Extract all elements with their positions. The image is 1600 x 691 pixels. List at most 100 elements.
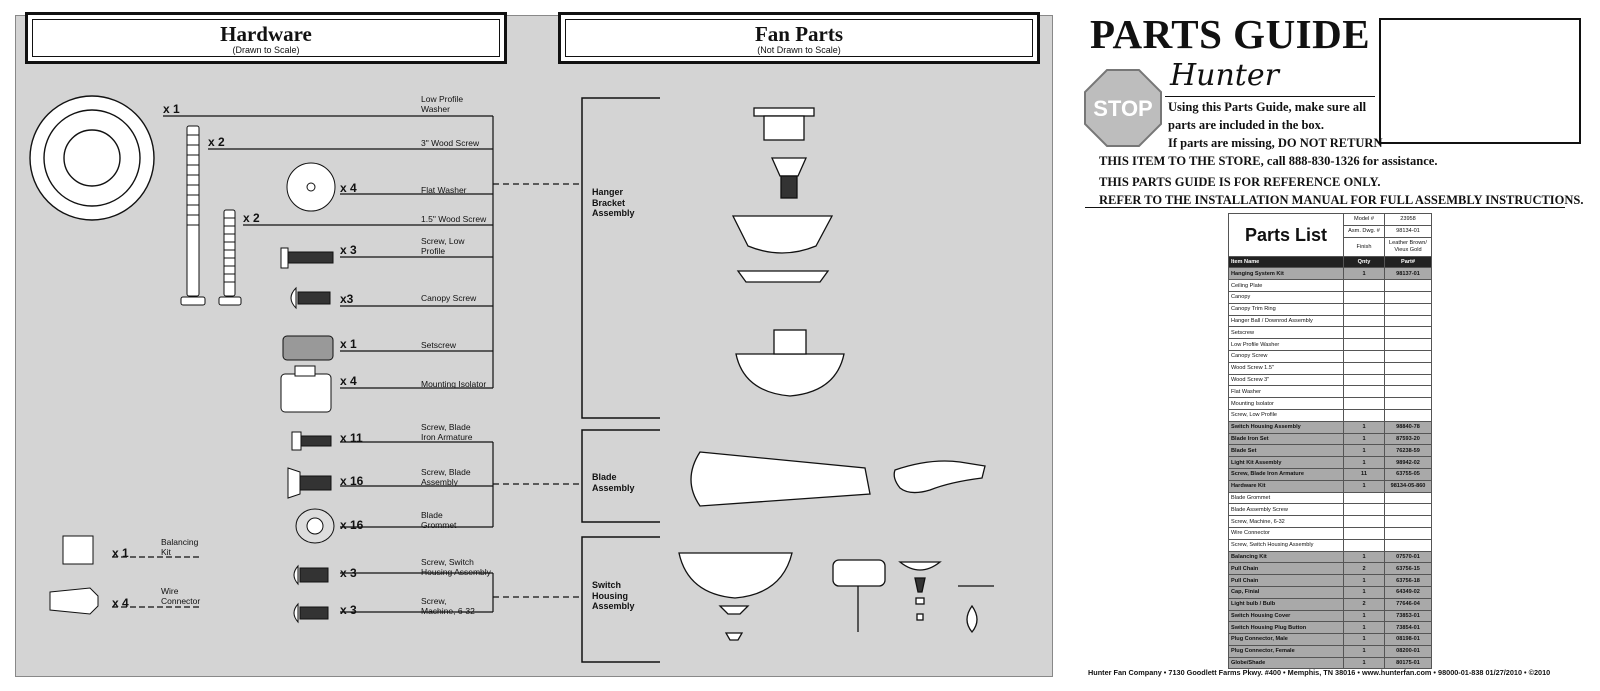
- parts-list-part: 98137-01: [1384, 267, 1432, 281]
- parts-list-qty: [1343, 491, 1385, 505]
- hardware-title: Hardware: [220, 22, 312, 46]
- parts-guide-title: PARTS GUIDE: [1090, 11, 1371, 57]
- parts-list-item: Canopy: [1228, 290, 1344, 304]
- qty-machine-screw: x 3: [340, 603, 357, 617]
- hardware-header: Hardware (Drawn to Scale): [25, 12, 507, 64]
- parts-list-qty: 1: [1343, 633, 1385, 646]
- parts-list-row: Screw, Machine, 6-32: [1228, 515, 1432, 528]
- qty-wood-screw-1-5: x 2: [243, 211, 260, 225]
- label-low-profile-washer: Low Profile Washer: [421, 94, 464, 114]
- parts-list-qty: 1: [1343, 432, 1385, 446]
- parts-list-qty: 1: [1343, 267, 1385, 281]
- parts-list-item: Mounting Isolator: [1228, 397, 1344, 410]
- fan-photo-box: [1379, 18, 1581, 144]
- parts-list-item: Switch Housing Cover: [1228, 609, 1344, 623]
- parts-list-qty: 2: [1343, 562, 1385, 576]
- parts-list-row: Canopy: [1228, 290, 1432, 304]
- label-balancing-kit: Balancing Kit: [161, 537, 199, 557]
- parts-list-item: Light Kit Assembly: [1228, 456, 1344, 469]
- parts-list-part: [1384, 361, 1432, 375]
- parts-list-item: Hanger Ball / Downrod Assembly: [1228, 314, 1344, 328]
- notice-line-5: THIS PARTS GUIDE IS FOR REFERENCE ONLY.: [1099, 175, 1381, 189]
- label-wood-screw-1-5: 1.5" Wood Screw: [421, 214, 487, 224]
- parts-list-qty: [1343, 408, 1385, 422]
- qty-blade-iron-screw: x 11: [340, 431, 363, 445]
- parts-list-part: 07570-01: [1384, 550, 1432, 564]
- blade-assembly-screw-icon: [287, 467, 332, 499]
- ceiling-plate-icon: [753, 107, 815, 141]
- parts-list-qty: 1: [1343, 420, 1385, 434]
- parts-list-qty: [1343, 326, 1385, 340]
- parts-list-item: Wire Connector: [1228, 526, 1344, 540]
- parts-list-part: [1384, 515, 1432, 528]
- fan-parts-header: Fan Parts (Not Drawn to Scale): [558, 12, 1040, 64]
- parts-list-row: Wood Screw 3": [1228, 373, 1432, 387]
- parts-list-item: Screw, Switch Housing Assembly: [1228, 538, 1344, 552]
- hunter-logo: Hunter: [1170, 58, 1279, 93]
- parts-list-qty: [1343, 361, 1385, 375]
- label-mounting-isolator: Mounting Isolator: [421, 379, 487, 389]
- finish-value: Leather Brown/ Vieux Gold: [1384, 236, 1432, 257]
- parts-list-qty: 1: [1343, 574, 1385, 587]
- parts-list-qty: [1343, 385, 1385, 399]
- parts-list-item: Pull Chain: [1228, 562, 1344, 576]
- parts-list-item: Ceiling Plate: [1228, 279, 1344, 292]
- parts-list-part: 08198-01: [1384, 633, 1432, 646]
- parts-list-item: Screw, Machine, 6-32: [1228, 515, 1344, 528]
- parts-list-part: 63755-05: [1384, 467, 1432, 481]
- light-bulb-icon: [898, 561, 942, 621]
- label-wire-connector: Wire Connector: [161, 586, 201, 606]
- parts-list-part: 73853-01: [1384, 609, 1432, 623]
- label-machine-screw: Screw, Machine, 6-32: [421, 596, 475, 616]
- qty-blade-assembly-screw: x 16: [340, 474, 364, 488]
- wire-connector-icon: [49, 587, 99, 615]
- parts-list-row: Blade Grommet: [1228, 491, 1432, 505]
- parts-list-qty: 1: [1343, 621, 1385, 635]
- parts-list-qty: 1: [1343, 456, 1385, 469]
- parts-list-qty: [1343, 538, 1385, 552]
- parts-list-item: Balancing Kit: [1228, 550, 1344, 564]
- parts-list-qty: [1343, 373, 1385, 387]
- parts-list-qty: 1: [1343, 479, 1385, 493]
- col-item-name: Item Name: [1228, 255, 1344, 269]
- parts-list-item: Switch Housing Plug Button: [1228, 621, 1344, 635]
- parts-list-part: [1384, 373, 1432, 387]
- parts-list-item: Cap, Finial: [1228, 585, 1344, 599]
- parts-list-part: [1384, 338, 1432, 351]
- parts-list-item: Plug Connector, Female: [1228, 644, 1344, 658]
- parts-list-row: Low Profile Washer: [1228, 338, 1432, 351]
- notice-line-1: Using this Parts Guide, make sure all: [1168, 100, 1367, 114]
- model-label: Model #: [1343, 213, 1385, 226]
- parts-list-part: [1384, 503, 1432, 517]
- notice-line-4: THIS ITEM TO THE STORE, call 888-830-132…: [1099, 154, 1438, 168]
- qty-flat-washer: x 4: [340, 181, 357, 195]
- parts-list-qty: 1: [1343, 550, 1385, 564]
- label-setscrew: Setscrew: [421, 340, 456, 350]
- parts-list-item: Blade Iron Set: [1228, 432, 1344, 446]
- parts-list-part: [1384, 314, 1432, 328]
- parts-list-part: 80175-01: [1384, 656, 1432, 670]
- parts-list-qty: 1: [1343, 444, 1385, 458]
- wood-screw-1-5-icon: [218, 209, 242, 306]
- parts-list-qty: [1343, 397, 1385, 410]
- fan-parts-subtitle: (Not Drawn to Scale): [757, 45, 841, 55]
- finish-label: Finish: [1343, 236, 1385, 257]
- blade-iron-icon: [893, 460, 986, 494]
- label-screw-low-profile: Screw, Low Profile: [421, 236, 465, 256]
- notice-line-2: parts are included in the box.: [1168, 118, 1325, 132]
- asm-value: 98134-01: [1384, 224, 1432, 238]
- parts-list-item: Canopy Screw: [1228, 349, 1344, 363]
- label-flat-washer: Flat Washer: [421, 185, 467, 195]
- parts-list-item: Screw, Blade Iron Armature: [1228, 467, 1344, 481]
- parts-list-item: Globe/Shade: [1228, 656, 1344, 670]
- canopy-icon: [731, 215, 834, 254]
- group-blade-assembly: Blade Assembly: [592, 472, 635, 493]
